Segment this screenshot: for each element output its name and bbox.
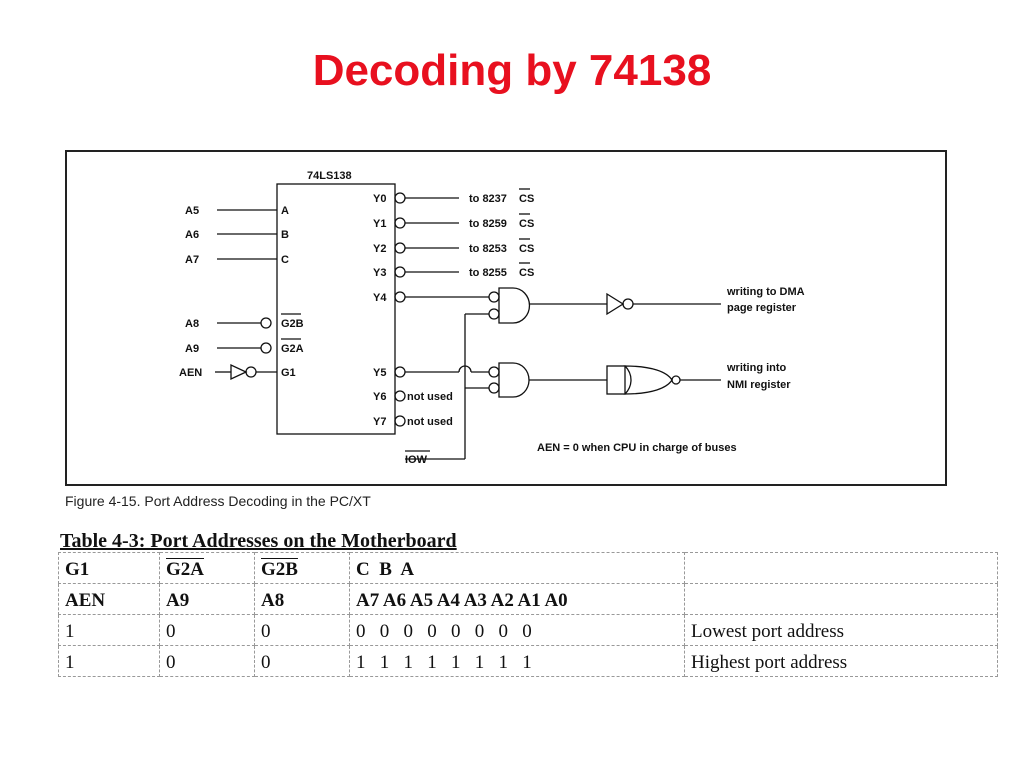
cell-g1: 1 [58,645,160,677]
target-8255: to 8255 [469,267,507,279]
cell-g1: 1 [58,614,160,646]
input-a9: A9 [185,343,199,355]
pin-b: B [281,229,289,241]
cell-a8: 0 [254,645,350,677]
decoder-figure: 74LS138 A5 A6 A7 A8 A9 AEN A B C G2B G2A… [65,150,947,486]
y7-not-used: not used [407,416,453,428]
pin-g2a: G2A [281,343,304,355]
col-a8: A8 [254,583,350,615]
cell-desc: Highest port address [684,645,998,677]
pin-c: C [281,254,289,266]
port-address-table: G1 G2A G2B C B A AEN A9 A8 A7 A6 A5 A4 A… [58,552,998,677]
pin-y1: Y1 [373,218,386,230]
cs-label: CS [519,267,534,279]
pin-y0: Y0 [373,193,386,205]
col-cba: C B A [349,552,685,584]
cs-label: CS [519,218,534,230]
dma-inverter-icon [606,292,625,316]
col-desc [684,583,998,615]
cell-bits: 1 1 1 1 1 1 1 1 [349,645,685,677]
target-8259: to 8259 [469,218,507,230]
chip-label: 74LS138 [307,170,352,182]
pin-y4: Y4 [373,292,387,304]
input-a6: A6 [185,229,199,241]
aen-inverter-icon [230,363,248,381]
input-a7: A7 [185,254,199,266]
cell-bits: 0 0 0 0 0 0 0 0 [349,614,685,646]
cell-a8: 0 [254,614,350,646]
cell-a9: 0 [159,645,255,677]
pin-y7: Y7 [373,416,386,428]
figure-caption: Figure 4-15. Port Address Decoding in th… [65,493,371,509]
dma-text-line2: page register [727,302,797,314]
col-desc [684,552,998,584]
decoder-chip-body [276,183,396,435]
pin-y5: Y5 [373,367,386,379]
y6-not-used: not used [407,391,453,403]
col-g1: G1 [58,552,160,584]
input-a5: A5 [185,205,199,217]
table-row: 1 0 0 0 0 0 0 0 0 0 0 Lowest port addres… [58,614,998,646]
nor-gate-icon [623,365,673,395]
cs-label: CS [519,193,534,205]
pin-a: A [281,205,289,217]
nand-gate-nmi-icon [498,362,530,398]
cs-label: CS [519,243,534,255]
pin-g2b: G2B [281,318,304,330]
col-bits: A7 A6 A5 A4 A3 A2 A1 A0 [349,583,685,615]
input-aen: AEN [179,367,202,379]
cell-a9: 0 [159,614,255,646]
target-8253: to 8253 [469,243,507,255]
aen-note: AEN = 0 when CPU in charge of buses [537,442,737,454]
table-header-row: G1 G2A G2B C B A [58,552,998,584]
slide-title: Decoding by 74138 [312,46,712,95]
col-aen: AEN [58,583,160,615]
table-row: 1 0 0 1 1 1 1 1 1 1 1 Highest port addre… [58,645,998,677]
decoder-circuit-diagram: 74LS138 A5 A6 A7 A8 A9 AEN A B C G2B G2A… [179,170,805,466]
nand-gate-dma-icon [498,287,531,324]
pin-y2: Y2 [373,243,386,255]
col-g2a: G2A [159,552,255,584]
col-a9: A9 [159,583,255,615]
pin-g1: G1 [281,367,296,379]
iow-label: IOW [405,454,428,466]
table-caption: Table 4-3: Port Addresses on the Motherb… [60,530,457,552]
table-header-row: AEN A9 A8 A7 A6 A5 A4 A3 A2 A1 A0 [58,583,998,615]
col-g2b: G2B [254,552,350,584]
pin-y6: Y6 [373,391,386,403]
dma-text-line1: writing to DMA [726,286,805,298]
input-a8: A8 [185,318,199,330]
cell-desc: Lowest port address [684,614,998,646]
nmi-text-line2: NMI register [727,379,791,391]
target-8237: to 8237 [469,193,507,205]
nmi-text-line1: writing into [726,362,787,374]
pin-y3: Y3 [373,267,386,279]
